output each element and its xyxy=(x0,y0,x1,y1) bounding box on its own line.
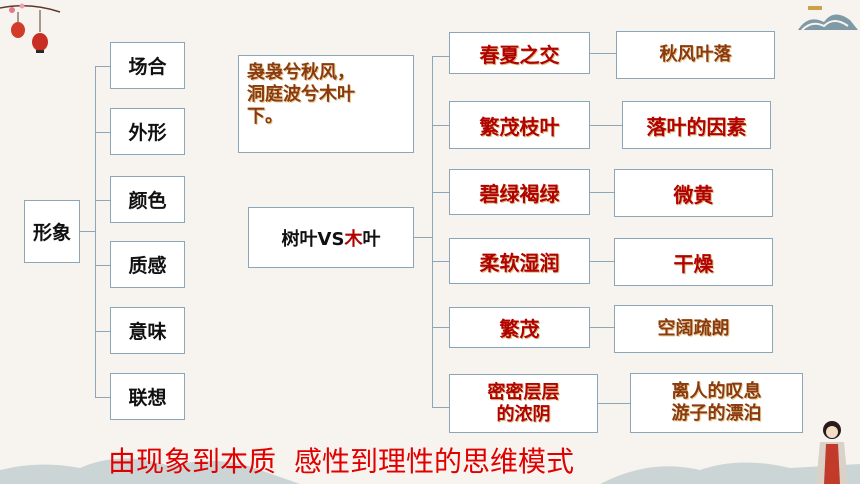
tree-leaf-label: 繁茂 xyxy=(499,317,540,341)
connector-line xyxy=(590,125,622,126)
root-node: 形象 xyxy=(24,200,80,263)
connector-line xyxy=(95,66,110,67)
tree-leaf-node: 春夏之交 xyxy=(449,32,590,74)
connector-line xyxy=(590,192,614,193)
tree-leaf-label: 碧绿褐绿 xyxy=(479,181,560,206)
connector-line xyxy=(95,397,110,398)
connector-line xyxy=(95,265,110,266)
connector-line xyxy=(432,261,449,262)
aspect-label: 意味 xyxy=(128,321,167,343)
connector-line xyxy=(590,261,614,262)
aspect-label: 场合 xyxy=(128,56,167,78)
tree-leaf-label: 密密层层 xyxy=(487,381,560,403)
comparison-text-1: 树叶VS xyxy=(281,228,345,250)
aspect-node: 质感 xyxy=(110,241,185,288)
conclusion-part-1: 由现象到本质 xyxy=(108,445,277,478)
aspect-node: 颜色 xyxy=(110,176,185,223)
aspect-label: 质感 xyxy=(128,255,167,277)
cloud-decoration-icon xyxy=(798,6,858,31)
wood-leaf-label: 游子的漂泊 xyxy=(671,403,762,424)
aspect-label: 颜色 xyxy=(128,190,167,212)
tree-leaf-node: 碧绿褐绿 xyxy=(449,169,590,215)
aspect-label: 外形 xyxy=(128,122,167,144)
wood-leaf-label: 落叶的因素 xyxy=(646,114,747,139)
poem-line: 洞庭波兮木叶 xyxy=(247,84,355,105)
wood-leaf-label: 秋风叶落 xyxy=(659,44,732,65)
wood-leaf-node: 秋风叶落 xyxy=(616,31,775,79)
connector-line xyxy=(432,125,449,126)
aspect-label: 联想 xyxy=(128,387,167,409)
wood-leaf-node: 空阔疏朗 xyxy=(614,305,773,353)
connector-line xyxy=(432,327,449,328)
aspect-node: 外形 xyxy=(110,108,185,155)
connector-line xyxy=(590,327,614,328)
wood-leaf-label: 空阔疏朗 xyxy=(657,318,730,339)
connector-line xyxy=(414,237,432,238)
tree-leaf-label: 柔软湿润 xyxy=(479,250,560,275)
root-label: 形象 xyxy=(32,222,71,244)
connector-line xyxy=(432,407,449,408)
wood-leaf-node: 微黄 xyxy=(614,169,773,217)
wood-leaf-node: 干燥 xyxy=(614,238,773,286)
tree-leaf-node: 繁茂 xyxy=(449,307,590,348)
figure-decoration-icon xyxy=(816,421,848,484)
aspect-node: 意味 xyxy=(110,307,185,354)
connector-line xyxy=(80,231,95,232)
mountain-decoration-icon xyxy=(0,458,860,484)
wood-leaf-label: 干燥 xyxy=(673,251,714,276)
poem-line: 袅袅兮秋风， xyxy=(247,62,355,83)
tree-leaf-label: 春夏之交 xyxy=(479,42,560,67)
tree-leaf-label: 繁茂枝叶 xyxy=(479,114,560,139)
aspect-node: 联想 xyxy=(110,373,185,420)
connector-line xyxy=(95,200,110,201)
wood-leaf-label: 离人的叹息 xyxy=(671,381,762,402)
wood-leaf-node: 落叶的因素 xyxy=(622,101,771,149)
connector-line xyxy=(432,192,449,193)
tree-leaf-node: 密密层层 的浓阴 xyxy=(449,374,598,433)
connector-line xyxy=(95,331,110,332)
aspect-node: 场合 xyxy=(110,42,185,89)
poem-line: 下。 xyxy=(247,106,283,127)
conclusion-part-2: 感性到理性的思维模式 xyxy=(294,445,575,478)
connector-line xyxy=(95,66,96,398)
wood-leaf-node: 离人的叹息 游子的漂泊 xyxy=(630,373,803,433)
wood-leaf-label: 微黄 xyxy=(673,182,714,207)
connector-line xyxy=(590,53,616,54)
connector-line xyxy=(432,56,449,57)
comparison-text-3: 叶 xyxy=(362,228,381,250)
lantern-decoration-icon xyxy=(0,3,61,53)
tree-leaf-node: 柔软湿润 xyxy=(449,238,590,284)
tree-leaf-label: 的浓阴 xyxy=(496,403,551,425)
tree-leaf-node: 繁茂枝叶 xyxy=(449,101,590,149)
poem-box: 袅袅兮秋风， 洞庭波兮木叶 下。 xyxy=(238,55,414,153)
comparison-text-highlight: 木 xyxy=(344,228,363,250)
connector-line xyxy=(432,56,433,408)
connector-line xyxy=(598,403,630,404)
connector-line xyxy=(95,132,110,133)
conclusion-text: 由现象到本质感性到理性的思维模式 xyxy=(108,440,574,480)
